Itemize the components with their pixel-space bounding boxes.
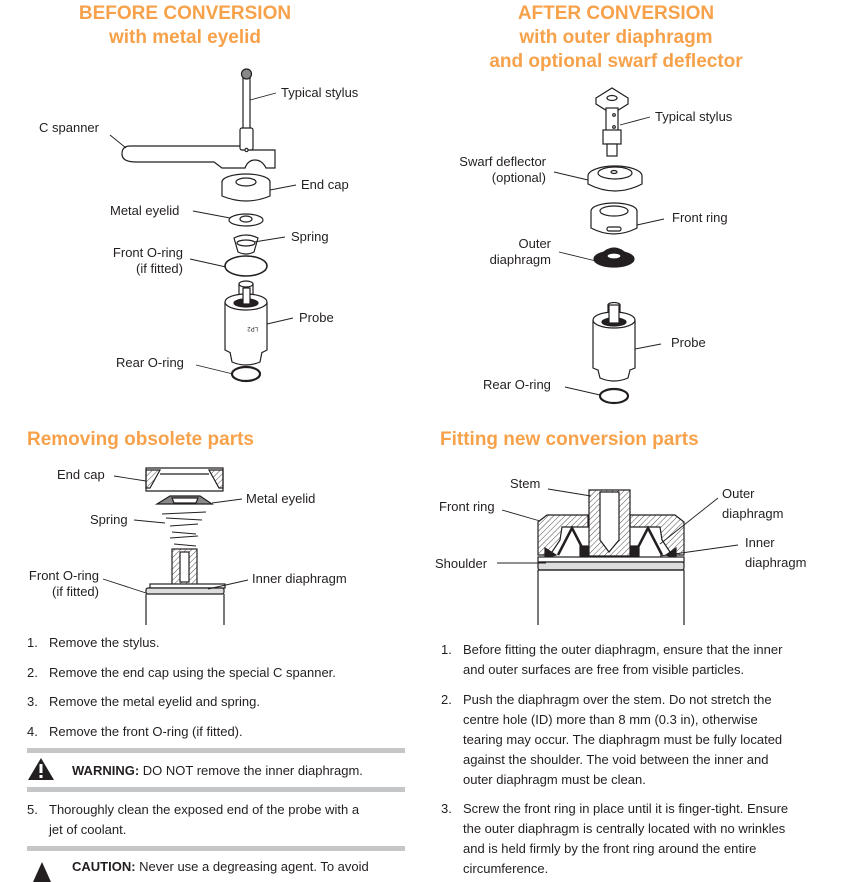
step-number: 3. <box>441 801 452 816</box>
removing-cross-section-diagram <box>102 467 249 625</box>
step-text-line: against the shoulder. The void between t… <box>463 752 769 767</box>
label-outer-diaphragm: Outer diaphragm <box>470 236 551 268</box>
step-text-line: the outer diaphragm is centrally located… <box>463 821 786 836</box>
step-number: 1. <box>441 642 452 657</box>
step-text-line: and outer surfaces are free from visible… <box>463 662 745 677</box>
label-fitting-outer-diaphragm: Outer diaphragm <box>722 484 783 524</box>
label-removing-front-oring-line1: Front O-ring <box>28 568 99 583</box>
before-title-line1: BEFORE CONVERSION <box>78 3 292 24</box>
after-title-line3: and optional swarf deflector <box>489 51 743 72</box>
caution-label: CAUTION: <box>72 859 136 874</box>
step-text-line: Before fitting the outer diaphragm, ensu… <box>463 642 783 657</box>
label-outer-diaphragm-line1: Outer <box>518 236 551 251</box>
label-stem: Stem <box>510 476 541 491</box>
after-exploded-diagram <box>553 87 665 405</box>
label-fitting-inner-line2: diaphragm <box>745 555 807 570</box>
step-text-line2: jet of coolant. <box>49 822 127 837</box>
label-inner-diaphragm: Inner diaphragm <box>252 571 347 586</box>
label-front-oring-line2: (if fitted) <box>136 261 183 276</box>
divider-rule <box>27 846 405 851</box>
step-text-line: Push the diaphragm over the stem. Do not… <box>463 692 772 707</box>
label-swarf-deflector-line1: Swarf deflector <box>459 154 546 169</box>
step-text-line: outer diaphragm must be clean. <box>463 772 646 787</box>
label-after-typical-stylus: Typical stylus <box>655 109 733 124</box>
after-title-line2: with outer diaphragm <box>519 27 713 48</box>
after-title: AFTER CONVERSION with outer diaphragm an… <box>440 2 792 74</box>
step-text: Remove the stylus. <box>49 635 160 650</box>
svg-text:LP2: LP2 <box>247 325 258 331</box>
step-number: 2. <box>27 665 38 680</box>
warning-message: WARNING: DO NOT remove the inner diaphra… <box>72 761 412 781</box>
step-text-line: centre hole (ID) more than 8 mm (0.3 in)… <box>463 712 758 727</box>
label-front-oring-line1: Front O-ring <box>112 245 183 260</box>
label-rear-oring: Rear O-ring <box>116 355 184 370</box>
after-title-line1: AFTER CONVERSION <box>517 3 715 24</box>
label-after-rear-oring: Rear O-ring <box>483 377 551 392</box>
warning-text: DO NOT remove the inner diaphragm. <box>139 763 363 778</box>
step-number: 5. <box>27 802 38 817</box>
step-text-line: and is held firmly by the front ring aro… <box>463 841 757 856</box>
fitting-step: 2. Push the diaphragm over the stem. Do … <box>441 690 831 790</box>
stylus-shaft-illustration <box>242 77 251 133</box>
removing-step: 2. Remove the end cap using the special … <box>27 663 407 683</box>
before-exploded-diagram: LP2 <box>109 68 297 383</box>
label-removing-front-oring: Front O-ring (if fitted) <box>15 568 99 600</box>
label-fitting-outer-line1: Outer <box>722 486 755 501</box>
label-fitting-inner-diaphragm: Inner diaphragm <box>745 533 806 573</box>
label-fitting-front-ring: Front ring <box>439 499 495 514</box>
label-after-probe: Probe <box>671 335 706 350</box>
label-probe: Probe <box>299 310 334 325</box>
label-shoulder: Shoulder <box>435 556 488 571</box>
step-text-line: Screw the front ring in place until it i… <box>463 801 789 816</box>
label-c-spanner: C spanner <box>39 120 99 135</box>
step-text-line: tearing may occur. The diaphragm must be… <box>463 732 783 747</box>
warning-icon <box>28 758 54 780</box>
divider-rule <box>27 748 405 753</box>
step-text: Remove the front O-ring (if fitted). <box>49 724 243 739</box>
label-metal-eyelid: Metal eyelid <box>110 203 180 218</box>
label-removing-spring: Spring <box>90 512 128 527</box>
label-removing-front-oring-line2: (if fitted) <box>52 584 99 599</box>
stylus-ball-illustration <box>240 68 253 80</box>
caution-text: Never use a degreasing agent. To avoid <box>135 859 369 874</box>
removing-step: 1. Remove the stylus. <box>27 633 407 653</box>
removing-step: 3. Remove the metal eyelid and spring. <box>27 692 407 712</box>
label-swarf-deflector-line2: (optional) <box>491 170 546 185</box>
step-text-line: circumference. <box>463 861 549 876</box>
label-typical-stylus: Typical stylus <box>281 85 359 100</box>
label-swarf-deflector: Swarf deflector (optional) <box>440 154 546 186</box>
label-spring: Spring <box>291 229 329 244</box>
label-end-cap: End cap <box>301 177 349 192</box>
caution-icon <box>33 862 51 882</box>
label-removing-end-cap: End cap <box>57 467 105 482</box>
label-fitting-inner-line1: Inner <box>745 535 775 550</box>
label-removing-metal-eyelid: Metal eyelid <box>246 491 316 506</box>
label-fitting-outer-line2: diaphragm <box>722 506 784 521</box>
step-number: 2. <box>441 692 452 707</box>
removing-section-title: Removing obsolete parts <box>27 429 254 450</box>
removing-step: 5. Thoroughly clean the exposed end of t… <box>27 800 407 840</box>
step-number: 3. <box>27 694 38 709</box>
step-text: Remove the metal eyelid and spring. <box>49 694 261 709</box>
label-outer-diaphragm-line2: diaphragm <box>489 252 551 267</box>
caution-message: CAUTION: Never use a degreasing agent. T… <box>72 857 417 877</box>
step-text: Remove the end cap using the special C s… <box>49 665 336 680</box>
step-number: 4. <box>27 724 38 739</box>
fitting-cross-section-diagram <box>497 488 739 625</box>
step-number: 1. <box>27 635 38 650</box>
before-title: BEFORE CONVERSION with metal eyelid <box>30 2 340 50</box>
divider-rule <box>27 787 405 792</box>
fitting-section-title: Fitting new conversion parts <box>440 429 699 450</box>
before-title-line2: with metal eyelid <box>108 27 262 48</box>
fitting-step: 1. Before fitting the outer diaphragm, e… <box>441 640 831 680</box>
label-front-ring: Front ring <box>672 210 728 225</box>
label-front-oring: Front O-ring (if fitted) <box>90 245 183 277</box>
removing-step: 4. Remove the front O-ring (if fitted). <box>27 722 407 742</box>
warning-label: WARNING: <box>72 763 140 778</box>
fitting-step: 3. Screw the front ring in place until i… <box>441 799 831 879</box>
c-spanner-illustration <box>121 145 276 169</box>
step-text-line1: Thoroughly clean the exposed end of the … <box>49 802 360 817</box>
